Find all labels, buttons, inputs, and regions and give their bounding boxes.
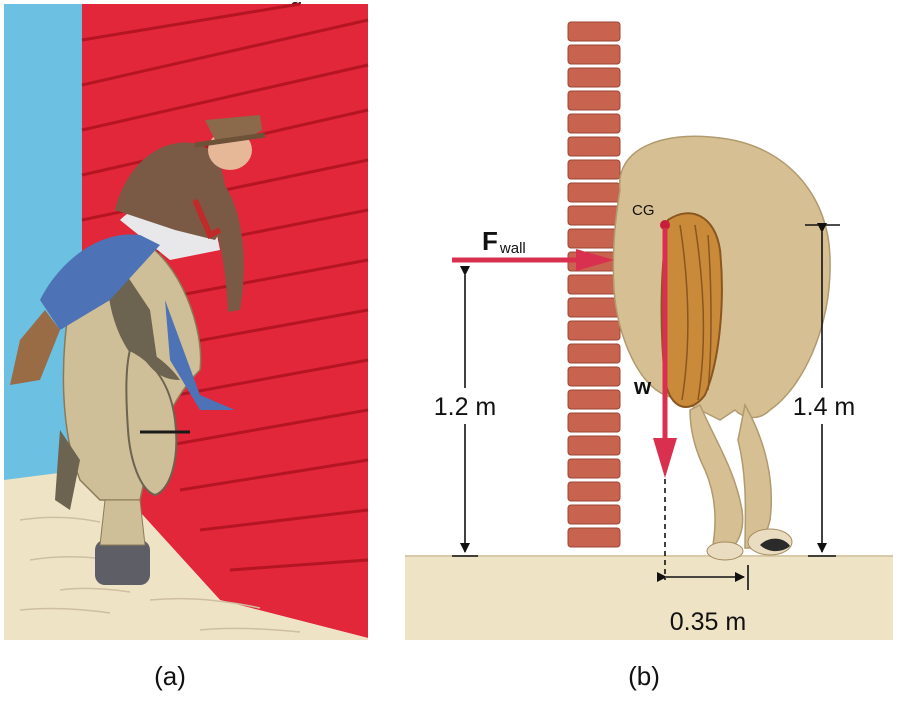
offset-0-35m-label: 0.35 m [670,608,746,636]
force-symbol: F [482,226,498,256]
force-subscript: wall [499,240,526,257]
brick [567,67,621,88]
weight-arrow [653,228,677,478]
ground-b [405,556,893,640]
brick [567,21,621,42]
brick [567,159,621,180]
rider-a [10,115,266,410]
brick [567,389,621,410]
cg-label: CG [632,202,655,219]
horse-b [612,135,831,561]
brick [567,297,621,318]
caption-a: (a) [154,661,186,691]
brick [567,44,621,65]
cg-dot [660,220,670,230]
ground-a [4,470,368,640]
brick [567,527,621,548]
brick [567,228,621,249]
dimension-1-2m [452,266,478,557]
height-1-4m-label: 1.4 m [793,393,856,421]
brick [567,274,621,295]
brick [567,504,621,525]
brick-wall [567,21,621,548]
weight-label: w [633,374,652,399]
brick [567,412,621,433]
brick [567,205,621,226]
dimension-1-4m [805,223,840,557]
brick [567,366,621,387]
brick [567,435,621,456]
brick [567,136,621,157]
brick [567,320,621,341]
wall-force-arrow [452,249,614,271]
brick [567,481,621,502]
brick [567,90,621,111]
brick [567,113,621,134]
dimension-0-35m [657,565,749,590]
brick [567,182,621,203]
height-1-2m-label: 1.2 m [434,393,497,421]
panel-a-illustration [4,2,369,640]
brick [567,458,621,479]
caption-b: (b) [628,661,660,691]
brick [567,343,621,364]
